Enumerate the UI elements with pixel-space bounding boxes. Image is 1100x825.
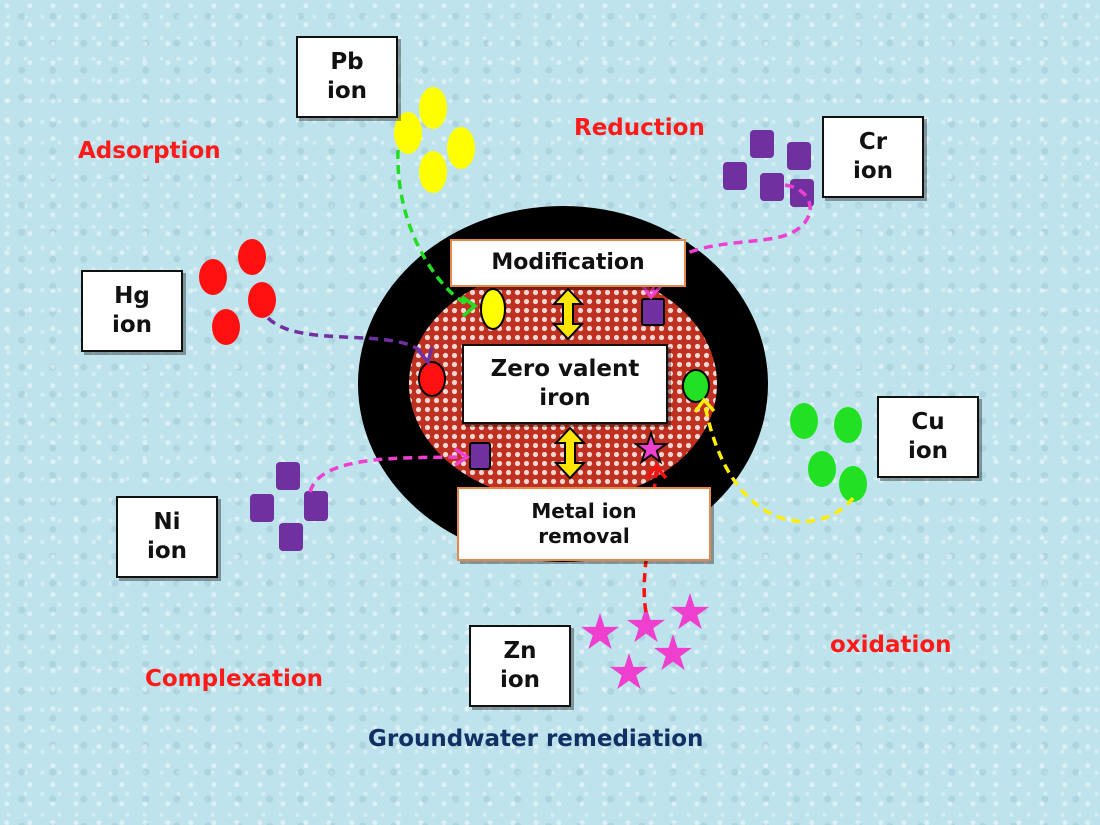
cu-ion-cluster [790,403,867,502]
adsorbed-cu-ion [682,369,710,403]
ni-ion-label: Ni ion [116,496,218,578]
oxidation-label: oxidation [830,632,952,658]
zn-ion-cluster [580,593,710,690]
adsorbed-pb-ion [480,288,506,330]
cu-ion-label: Cu ion [877,396,979,478]
metal-ion-removal-box: Metal ion removal [457,487,711,561]
modification-box: Modification [450,239,686,287]
arrowhead-icon [645,463,668,480]
double-arrow-icon [553,426,587,480]
arrowhead-icon [416,346,434,366]
arrowhead-icon [640,283,663,300]
groundwater-remediation-caption: Groundwater remediation [368,726,704,752]
arrowhead-icon [461,295,478,318]
adsorbed-ni-ion [469,442,491,470]
pb-ion-cluster [394,87,475,193]
double-arrow-icon [551,287,585,341]
adsorption-label: Adsorption [78,138,221,164]
arrowhead-icon [693,397,716,414]
cr-ion-cluster [723,130,814,207]
hg-pathway-arrow [266,316,427,357]
ni-ion-cluster [250,462,328,551]
reduction-label: Reduction [574,115,705,141]
pb-ion-label: Pb ion [296,36,398,118]
adsorbed-hg-ion [418,361,446,397]
zero-valent-iron-box: Zero valent iron [462,344,668,424]
cu-pathway-arrow [703,404,855,524]
complexation-label: Complexation [145,666,324,692]
hg-ion-label: Hg ion [81,270,183,352]
cr-ion-label: Cr ion [822,116,924,198]
ni-pathway-arrow [308,455,463,493]
pb-pathway-arrow [396,149,471,307]
arrowhead-icon [454,447,471,467]
zn-ion-label: Zn ion [469,625,571,707]
adsorbed-zn-ion [632,429,670,465]
adsorbed-cr-ion [641,298,665,326]
hg-ion-cluster [199,239,276,345]
